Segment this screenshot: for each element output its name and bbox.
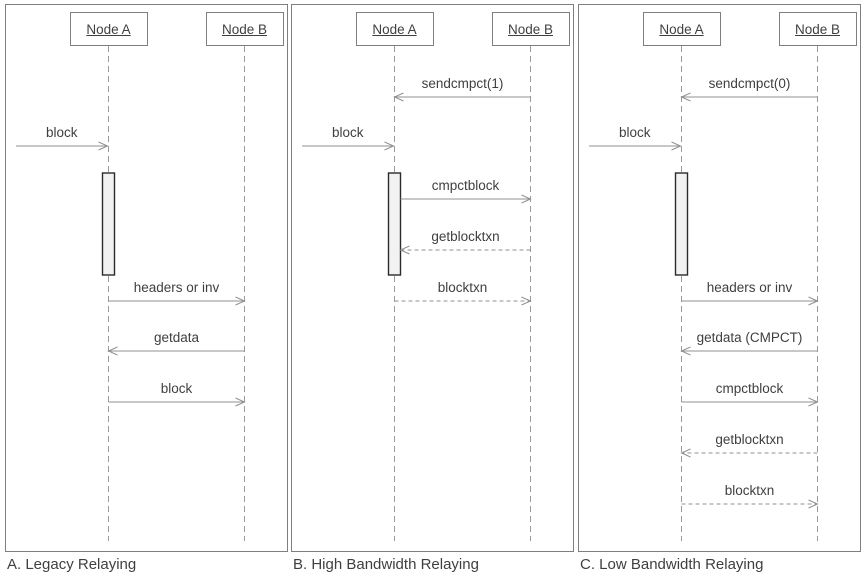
- message-label: headers or inv: [133, 280, 220, 295]
- message-label: cmpctblock: [431, 178, 500, 193]
- message-label: headers or inv: [706, 280, 793, 295]
- arrowhead-icon: [680, 346, 691, 356]
- node-label: Node A: [86, 21, 131, 37]
- node-box-b: Node B: [778, 12, 857, 46]
- node-label: Node B: [507, 21, 554, 37]
- arrowhead-icon: [235, 397, 246, 407]
- message-label: block: [331, 125, 364, 140]
- panel-caption: A. Legacy Relaying: [7, 556, 137, 573]
- panel-b: sendcmpct(1) block cmpctblock getblocktxn bl…: [291, 4, 574, 552]
- node-label: Node B: [794, 21, 841, 37]
- arrowhead-icon: [107, 346, 118, 356]
- panel-a: block headers or inv getdata block Node A Nod…: [5, 4, 288, 552]
- activation-bar: [101, 172, 116, 276]
- panel-canvas: [302, 46, 532, 541]
- panel-canvas: [16, 46, 246, 541]
- message-label: block: [160, 381, 193, 396]
- arrowhead-icon: [808, 397, 819, 407]
- node-box-b: Node B: [491, 12, 570, 46]
- message-label: getblocktxn: [431, 229, 500, 244]
- arrowhead-icon: [680, 448, 691, 458]
- node-box-a: Node A: [69, 12, 148, 46]
- arrowhead-icon: [98, 141, 109, 151]
- node-label: Node B: [221, 21, 268, 37]
- arrowhead-icon: [671, 141, 682, 151]
- node-label: Node A: [659, 21, 704, 37]
- arrowhead-icon: [680, 92, 691, 102]
- panel-c: sendcmpct(0) block headers or inv getdata (…: [578, 4, 861, 552]
- message-label: getdata: [153, 330, 200, 345]
- panel-caption: B. High Bandwidth Relaying: [293, 556, 479, 573]
- activation-bar: [387, 172, 402, 276]
- arrowhead-icon: [808, 296, 819, 306]
- message-label: blocktxn: [724, 483, 775, 498]
- arrowhead-icon: [235, 296, 246, 306]
- arrowhead-icon: [521, 194, 532, 204]
- message-label: blocktxn: [437, 280, 488, 295]
- message-label: getdata (CMPCT): [696, 330, 803, 345]
- message-label: sendcmpct(0): [708, 76, 791, 91]
- arrowhead-icon: [399, 245, 410, 255]
- node-box-b: Node B: [205, 12, 284, 46]
- arrowhead-icon: [384, 141, 395, 151]
- message-label: cmpctblock: [715, 381, 784, 396]
- node-label: Node A: [372, 21, 417, 37]
- message-label: block: [45, 125, 78, 140]
- node-box-a: Node A: [355, 12, 434, 46]
- arrowhead-icon: [808, 499, 819, 509]
- activation-bar: [674, 172, 689, 276]
- panel-canvas: [589, 46, 819, 541]
- arrowhead-icon: [393, 92, 404, 102]
- panel-caption: C. Low Bandwidth Relaying: [580, 556, 764, 573]
- message-label: getblocktxn: [715, 432, 784, 447]
- arrowhead-icon: [521, 296, 532, 306]
- node-box-a: Node A: [642, 12, 721, 46]
- message-label: sendcmpct(1): [421, 76, 504, 91]
- message-label: block: [618, 125, 651, 140]
